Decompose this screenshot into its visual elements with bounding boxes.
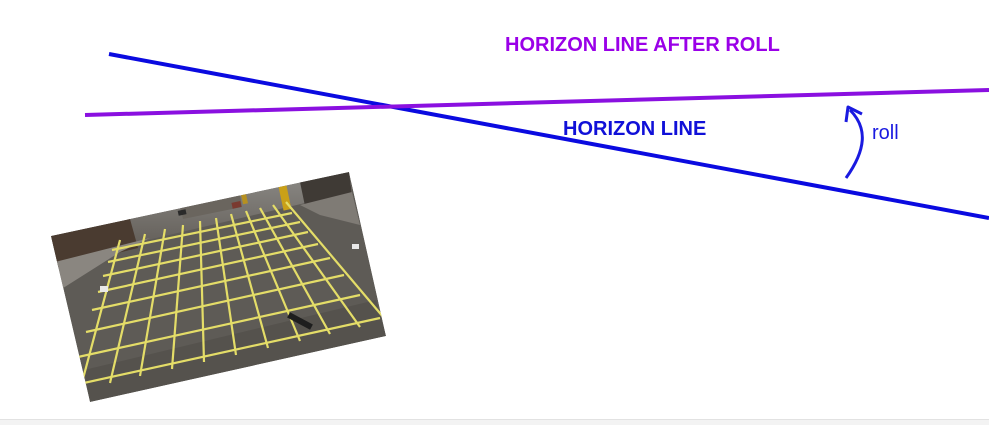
bottom-scroll-edge [0,419,989,425]
roll-label: roll [872,122,899,144]
roll-arrowhead [844,105,863,123]
horizon-line [108,52,989,220]
horizon-after-roll-label: HORIZON LINE AFTER ROLL [505,34,780,56]
horizon-line-after-roll [84,88,989,117]
horizon-line-label: HORIZON LINE [563,118,707,140]
roll-arrow [844,108,864,179]
street-photo [51,172,386,402]
